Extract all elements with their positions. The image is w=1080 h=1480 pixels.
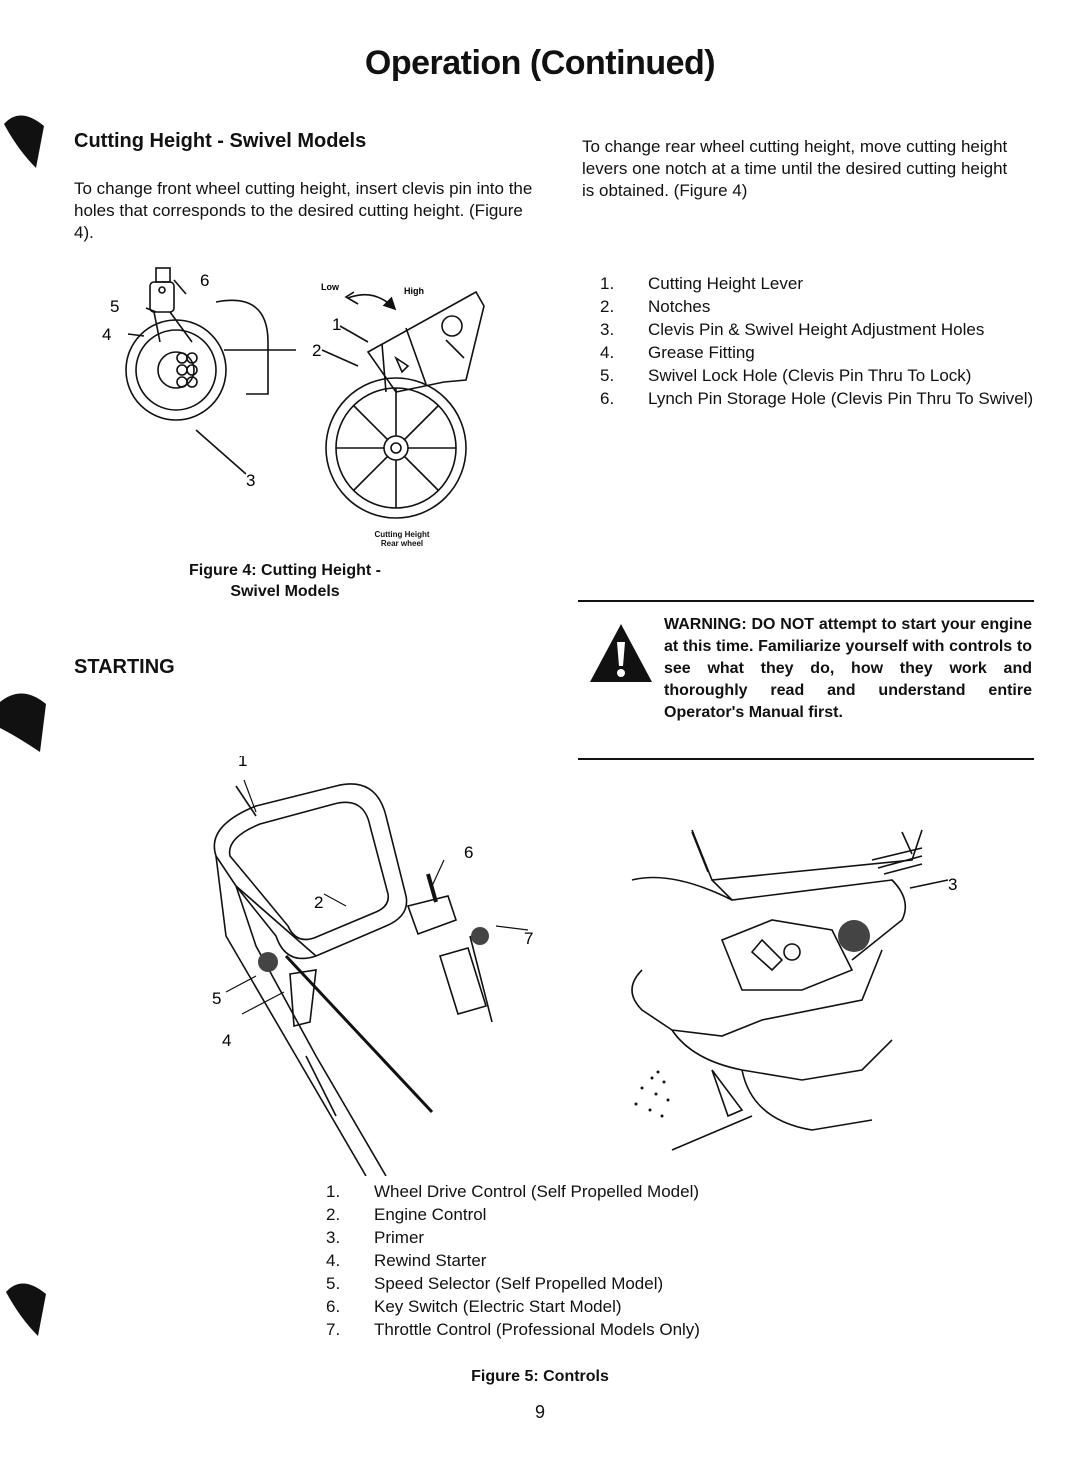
figure-4-caption: Figure 4: Cutting Height - Swivel Models (150, 560, 420, 602)
binder-hole-mark (0, 693, 46, 752)
list-item-text: Swivel Lock Hole (Clevis Pin Thru To Loc… (648, 366, 972, 385)
rear-wheel (325, 377, 467, 519)
callout-6: 6 (464, 843, 473, 862)
list-item-text: Speed Selector (Self Propelled Model) (374, 1274, 664, 1293)
list-item-number: 6. (326, 1297, 341, 1316)
list-item-text: Notches (648, 297, 711, 316)
list-item: 3. Clevis Pin & Swivel Height Adjustment … (600, 318, 1040, 341)
rear-wheel-instructions: To change rear wheel cutting height, mov… (582, 137, 1008, 200)
binder-hole-mark (6, 1283, 46, 1336)
list-item-number: 3. (326, 1228, 341, 1247)
figure-4-inset-label: Cutting Height Rear wheel (374, 530, 430, 548)
section-heading-starting: STARTING (74, 656, 175, 678)
list-item: 3. Primer (326, 1226, 886, 1249)
list-item-text: Rewind Starter (374, 1251, 487, 1270)
list-item-text: Cutting Height Lever (648, 274, 803, 293)
list-item-text: Clevis Pin & Swivel Height Adjustment Ho… (648, 320, 985, 339)
binder-hole-mark (4, 115, 44, 168)
list-item: 5. Swivel Lock Hole (Clevis Pin Thru To L… (600, 364, 1040, 387)
page-title: Operation (Continued) (364, 44, 716, 82)
list-item-text: Grease Fitting (648, 343, 755, 362)
callout-3: 3 (948, 875, 957, 894)
list-item: 6. Lynch Pin Storage Hole (Clevis Pin Thr… (600, 387, 1040, 410)
list-item-number: 7. (326, 1320, 341, 1339)
high-label: High (404, 286, 424, 296)
speed-selector-knob (258, 952, 278, 972)
figure-5-caption: Figure 5: Controls (471, 1368, 609, 1385)
cutting-height-parts-list: 1. Cutting Height Lever 2. Notches 3. Clevis … (600, 272, 1040, 410)
primer-bulb (838, 920, 870, 952)
list-item: 6. Key Switch (Electric Start Model) (326, 1295, 886, 1318)
callout-5: 5 (110, 297, 119, 316)
throttle-lever (438, 947, 488, 1015)
list-item-text: Lynch Pin Storage Hole (Clevis Pin Thru … (648, 389, 1034, 408)
list-item-number: 3. (600, 320, 615, 339)
low-label: Low (321, 282, 340, 292)
list-item: 4. Grease Fitting (600, 341, 1040, 364)
deck-edge (215, 299, 269, 395)
callout-2: 2 (314, 893, 323, 912)
list-item-number: 2. (600, 297, 615, 316)
list-item: 7. Throttle Control (Professional Models … (326, 1318, 886, 1341)
warning-text: WARNING: DO NOT attempt to start your en… (664, 616, 1032, 721)
figure-4-cutting-height-illustration: Low High 6 5 4 1 2 3 (102, 267, 485, 519)
list-item-number: 4. (326, 1251, 341, 1270)
callout-4: 4 (102, 325, 111, 344)
page-number: 9 (534, 1402, 545, 1422)
figure-4-caption-line2: Swivel Models (230, 583, 340, 600)
list-item-text: Throttle Control (Professional Models On… (374, 1320, 700, 1339)
callout-1: 1 (332, 315, 341, 334)
warning-top-rule (578, 600, 1034, 602)
front-wheel-instructions: To change front wheel cutting height, in… (74, 179, 533, 242)
list-item-number: 2. (326, 1205, 341, 1224)
list-item: 4. Rewind Starter (326, 1249, 886, 1272)
callout-6: 6 (200, 271, 209, 290)
list-item-text: Engine Control (374, 1205, 487, 1224)
figure-5-engine-primer-illustration: 3 (631, 829, 957, 1151)
list-item-number: 5. (326, 1274, 341, 1293)
list-item: 5. Speed Selector (Self Propelled Model) (326, 1272, 886, 1295)
list-item-number: 6. (600, 389, 615, 408)
rewind-starter (289, 969, 317, 1028)
list-item-number: 4. (600, 343, 615, 362)
callout-1: 1 (238, 756, 247, 770)
list-item: 2. Notches (600, 295, 1040, 318)
list-item-number: 5. (600, 366, 615, 385)
swivel-housing (149, 281, 175, 313)
warning-bottom-rule (578, 758, 1034, 760)
callout-3: 3 (246, 471, 255, 490)
handle-upper-loop (213, 783, 408, 960)
list-item: 2. Engine Control (326, 1203, 886, 1226)
warning-triangle-icon (590, 624, 652, 682)
figure-5-handle-controls-illustration: 1 2 5 4 6 7 (212, 756, 533, 1176)
callout-7: 7 (524, 929, 533, 948)
clevis-pin (155, 267, 171, 283)
list-item: 1. Wheel Drive Control (Self Propelled Mo… (326, 1180, 886, 1203)
callout-2: 2 (312, 341, 321, 360)
control-cable (284, 954, 434, 1114)
list-item-text: Key Switch (Electric Start Model) (374, 1297, 622, 1316)
figure-4-caption-line1: Figure 4: Cutting Height - (189, 562, 381, 579)
list-item-text: Primer (374, 1228, 425, 1247)
key-switch (406, 895, 458, 936)
throttle-knob (471, 927, 489, 945)
list-item-text: Wheel Drive Control (Self Propelled Mode… (374, 1182, 700, 1201)
controls-list: 1. Wheel Drive Control (Self Propelled Mo… (326, 1180, 886, 1341)
height-lever-bracket (366, 290, 485, 393)
list-item-number: 1. (326, 1182, 341, 1201)
section-heading-cutting-height: Cutting Height - Swivel Models (74, 130, 367, 152)
front-wheel (125, 319, 227, 421)
list-item-number: 1. (600, 274, 615, 293)
callout-5: 5 (212, 989, 221, 1008)
carburetor-body (720, 919, 854, 991)
callout-4: 4 (222, 1031, 231, 1050)
list-item: 1. Cutting Height Lever (600, 272, 1040, 295)
